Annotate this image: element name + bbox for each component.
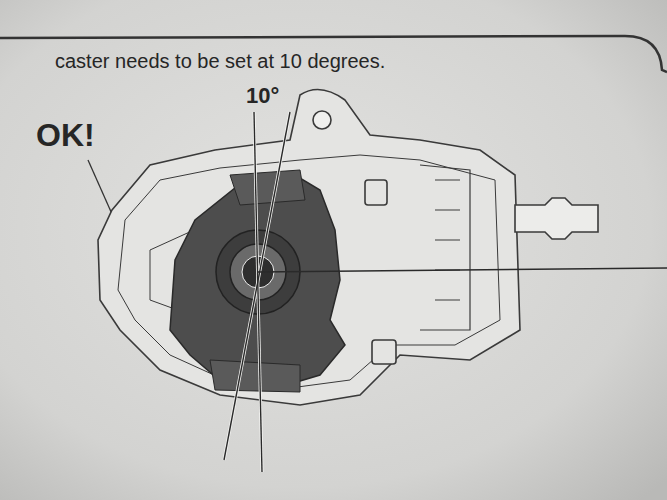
instruction-note: caster needs to be set at 10 degrees. xyxy=(55,50,385,72)
angle-value: 10° xyxy=(246,84,279,108)
axle-stub xyxy=(515,198,598,239)
caster-angle-lines xyxy=(224,112,667,472)
leader-line xyxy=(88,160,112,214)
angle-line-halo xyxy=(224,112,290,472)
panel-border xyxy=(0,36,667,72)
knuckle-housing xyxy=(98,90,520,405)
ok-mark: OK! xyxy=(36,118,95,153)
